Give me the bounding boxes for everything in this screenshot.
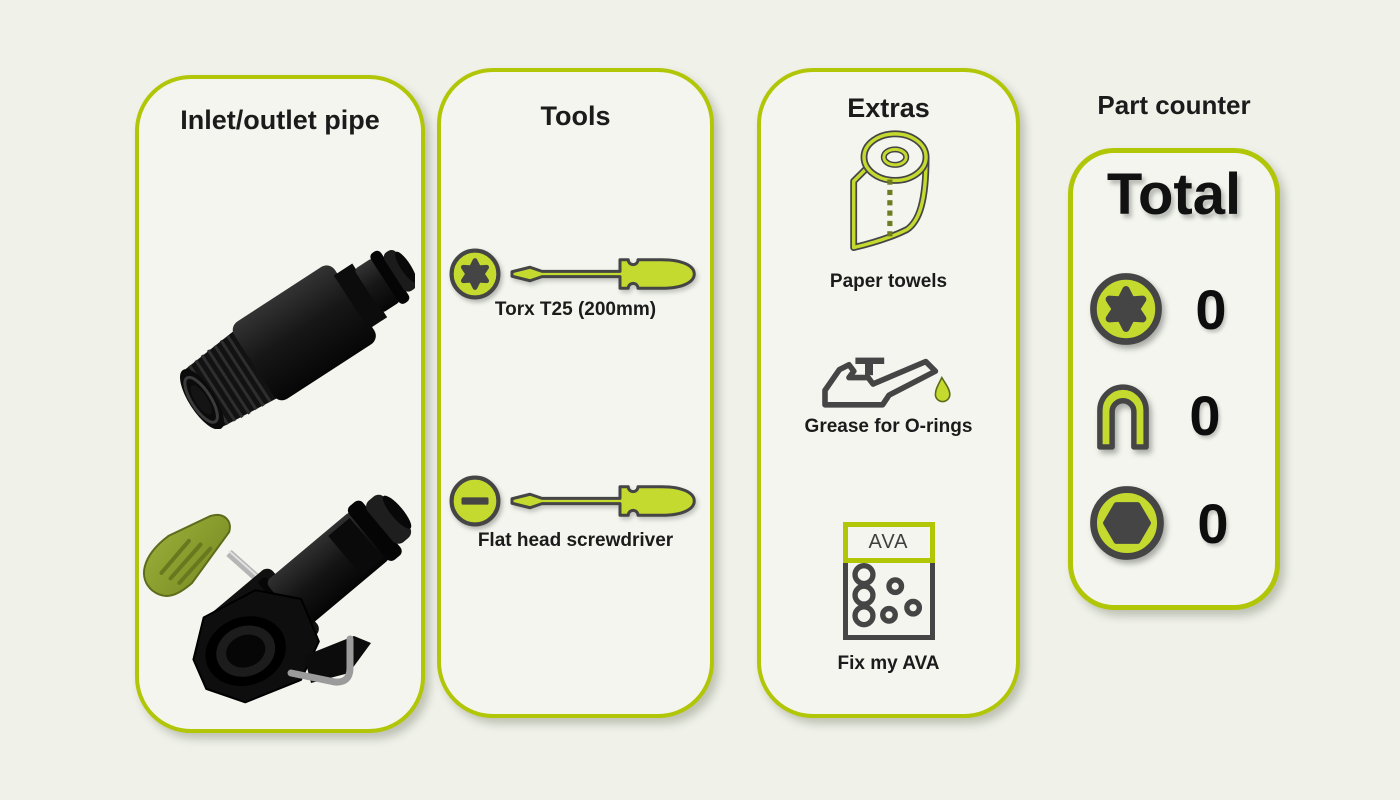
panel-extras: Extras Paper towels (757, 68, 1020, 718)
hex-bolt-icon (1089, 485, 1165, 561)
tool-flat-label: Flat head screwdriver (477, 530, 674, 551)
torx-bit-icon (449, 248, 501, 300)
tool-torx-label: Torx T25 (200mm) (494, 299, 657, 320)
valve-connector-image[interactable] (139, 441, 429, 713)
u-clip-icon (1089, 375, 1157, 455)
o-rings-icon (851, 563, 922, 628)
counter-row-clip: 0 (1089, 375, 1253, 455)
extra-grease[interactable] (761, 344, 1016, 432)
panel-tools-title: Tools (540, 101, 611, 131)
ava-label: AVA (842, 522, 935, 563)
panel-inlet-outlet-pipe: Inlet/outlet pipe (135, 75, 425, 733)
threaded-pipe-adapter-icon (180, 249, 415, 429)
oil-can-icon (821, 357, 951, 408)
extra-fix-my-ava[interactable]: AVA (761, 522, 1016, 640)
ava-box-icon: AVA (842, 522, 935, 640)
threaded-pipe-adapter-image[interactable] (153, 167, 415, 429)
paper-towels-label: Paper towels (829, 271, 948, 292)
torx-screw-icon (1089, 272, 1163, 346)
valve-connector-icon (143, 494, 412, 704)
hex-count: 0 (1197, 491, 1229, 555)
total-label: Total (1106, 162, 1242, 227)
screwdriver-icon (501, 471, 703, 531)
flat-bit-icon (449, 475, 501, 527)
part-counter-title: Part counter (1097, 90, 1251, 120)
clip-count: 0 (1189, 383, 1221, 447)
part-counter-total-box: Total 0 0 (1068, 148, 1280, 610)
tool-flat-head[interactable] (449, 471, 703, 531)
counter-row-hex: 0 (1089, 485, 1261, 561)
extra-paper-towels[interactable] (761, 124, 1016, 254)
paper-towel-icon (849, 130, 929, 252)
panel-pipe-title: Inlet/outlet pipe (180, 105, 380, 135)
ava-orings-box (842, 563, 935, 640)
panel-extras-title: Extras (847, 93, 930, 123)
grease-label: Grease for O-rings (804, 416, 973, 437)
torx-count: 0 (1195, 277, 1227, 341)
fix-my-ava-label: Fix my AVA (837, 653, 940, 674)
counter-row-torx: 0 (1089, 272, 1259, 346)
tool-torx-t25[interactable] (449, 244, 703, 304)
screwdriver-icon (501, 244, 703, 304)
panel-tools: Tools Torx T25 (200mm) (437, 68, 714, 718)
